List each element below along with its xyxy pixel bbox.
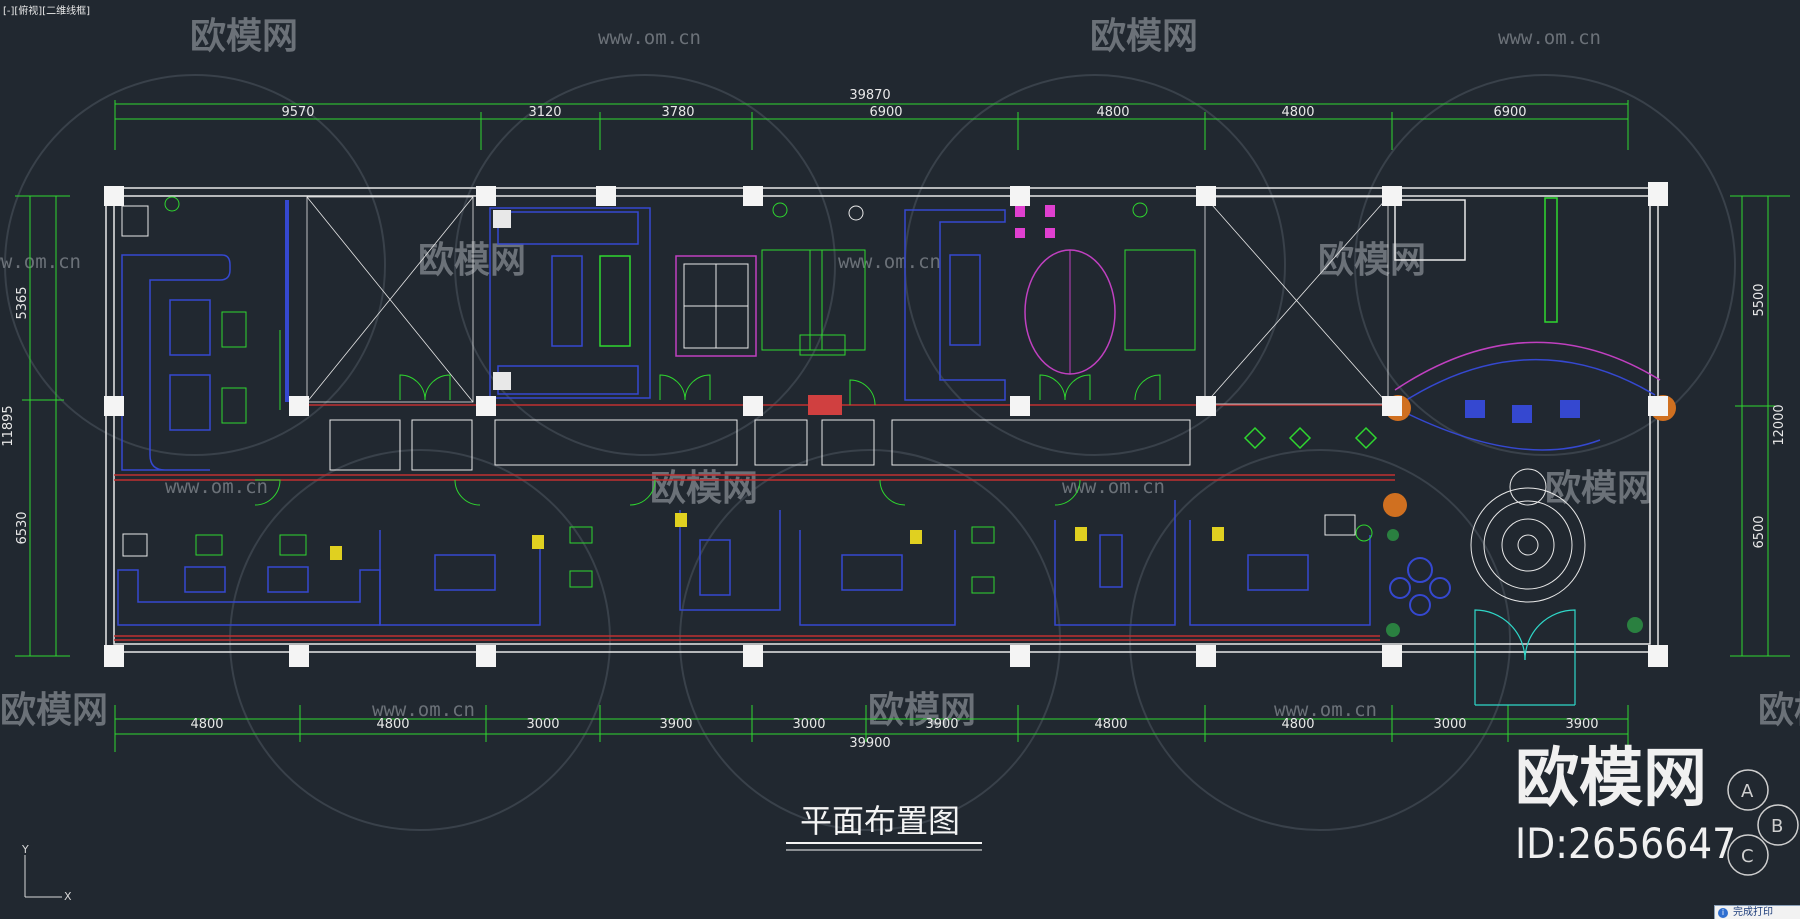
watermark-url: www.om.cn [1498,27,1601,49]
room-vip-2-chairs [1015,205,1055,238]
bottom-room-chairs [330,513,1224,560]
watermark-brand: 欧模网 [868,690,976,731]
dimension-ticks [22,112,1775,742]
reception-area [1394,197,1661,451]
room-large-box-1-items [121,196,281,424]
watermark-url: www.om.cn [598,27,701,49]
plant-pots [1386,529,1643,637]
corridor-diamonds [1243,426,1378,450]
dim-bottom-seg: 3900 [925,717,958,732]
watermark-url: www.om.cn [1062,476,1165,498]
dim-top-seg: 6900 [869,105,902,120]
fire-hydrant-icon [808,395,842,415]
info-icon: i [1718,908,1728,918]
lobby-medallion [1470,468,1586,603]
lobby-table-set [1389,557,1451,616]
axis-label-x: X [64,890,72,903]
void-right [1204,196,1389,405]
entrance-doors [1474,609,1576,706]
door-swings [254,374,1161,506]
dim-right-total: 12000 [1772,404,1787,445]
drawing-title: 平面布置图 [800,802,960,840]
room-vip-1-table [675,255,757,357]
ucs-axis-icon [24,855,62,898]
dim-bottom-seg: 3000 [526,717,559,732]
dim-top-seg: 4800 [1281,105,1314,120]
tea-room [1124,202,1196,351]
structural-columns [104,182,1668,667]
dim-left-seg: 5365 [15,286,30,319]
dim-bottom-seg: 4800 [1281,717,1314,732]
watermark-brand: 欧模网 [0,690,108,731]
watermark-id: ID:2656647 [1515,819,1736,868]
dim-left-total: 11895 [1,405,16,446]
corridor-carpets [329,419,1191,471]
viewport-controls-label[interactable]: [-][俯视][二维线框] [3,6,91,17]
room-vip-1-squares [493,210,511,390]
watermark-url: www.om.cn [1274,699,1377,721]
watermark-brand: 欧模网 [650,468,758,509]
watermark-url: www.om.cn [165,476,268,498]
logo-letter-c: C [1741,846,1754,867]
reception-stools [1465,400,1580,423]
dim-bottom-seg: 3900 [1565,717,1598,732]
status-notification[interactable]: i 完成打印 [1714,905,1800,919]
room-vip-2-table [1024,249,1116,375]
dim-bottom-seg: 4800 [376,717,409,732]
watermark-brand: 欧模网 [1758,690,1800,731]
dim-bottom-total: 39900 [849,736,890,751]
watermark-url: www.om.cn [838,251,941,273]
room-vip-1 [489,207,651,399]
watermark-url: www.om.cn [372,699,475,721]
dim-bottom-seg: 4800 [1094,717,1127,732]
dimension-lines [15,100,1790,752]
dim-right-seg: 6500 [1752,515,1767,548]
dim-top-total: 39870 [849,88,890,103]
watermark-brand-large: 欧模网 [1515,742,1707,816]
interior-walls-red [114,404,1400,641]
dim-right-seg: 5500 [1752,283,1767,316]
watermark-url-group: www.om.cn www.om.cn www.om.cn www.om.cn … [0,27,1601,721]
watermark-brand: 欧模网 [1090,16,1198,57]
bottom-rooms [117,500,1371,626]
void-left [306,196,474,403]
toilet-block [761,202,866,356]
dim-top-seg: 4800 [1096,105,1129,120]
room-large-box-1 [121,254,231,471]
watermark-brand: 欧模网 [1545,468,1653,509]
dim-top-seg: 6900 [1493,105,1526,120]
watermark-brand-group: 欧模网 欧模网 欧模网 欧模网 欧模网 欧模网 欧模网 欧模网 欧模网 [0,16,1800,731]
dim-bottom-seg: 4800 [190,717,223,732]
room-vip-2 [904,209,1006,401]
dim-bottom-seg: 3000 [1433,717,1466,732]
dim-bottom-seg: 3000 [792,717,825,732]
status-text: 完成打印 [1733,907,1773,918]
dim-bottom-seg: 3900 [659,717,692,732]
dim-top-seg: 3780 [661,105,694,120]
watermark-brand: 欧模网 [418,240,526,281]
watermark-brand: 欧模网 [190,16,298,57]
logo-letter-a: A [1741,781,1754,802]
logo-letter-b: B [1771,816,1783,837]
dim-top-seg: 3120 [528,105,561,120]
dim-left-seg: 6530 [15,511,30,544]
bottom-room-items [122,514,1373,594]
wall-segment [285,200,289,402]
axis-label-y: Y [21,843,29,856]
dim-top-seg: 9570 [281,105,314,120]
watermark-url: www.om.cn [0,251,81,273]
watermark-abc-logo [1727,769,1799,876]
